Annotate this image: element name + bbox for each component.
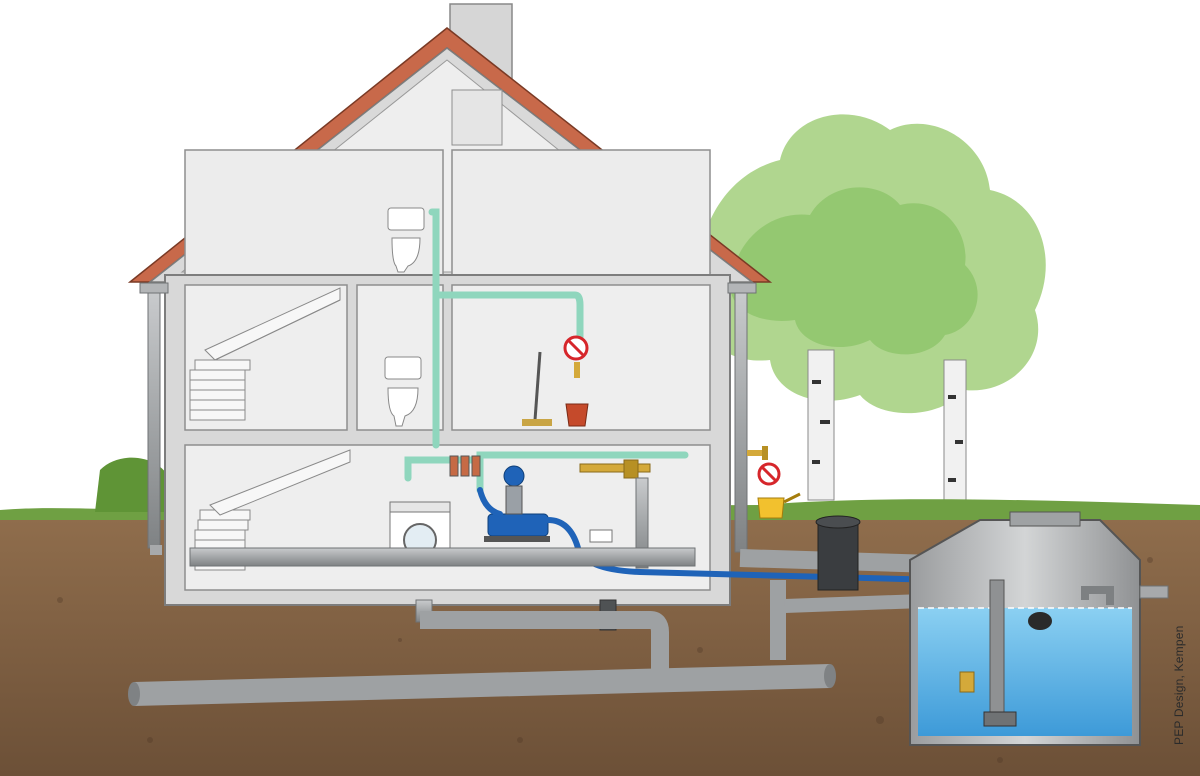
watering-can-icon xyxy=(757,492,801,519)
bucket-icon xyxy=(565,403,589,427)
downpipe-right xyxy=(734,289,748,553)
staircase-upper xyxy=(189,287,341,421)
filter-icon xyxy=(449,455,481,477)
pump-icon xyxy=(484,465,550,542)
inlet-pipe-vertical xyxy=(635,477,649,569)
downpipe-left xyxy=(147,289,161,549)
brass-valve-icon xyxy=(579,459,651,479)
birch-tree-icon xyxy=(698,114,1046,501)
credit-text: PEP Design, Kempen xyxy=(1172,625,1186,745)
garden-tap-icon xyxy=(747,446,768,460)
tap-icon xyxy=(574,362,580,378)
float-switch-icon xyxy=(959,612,1052,693)
washing-machine-icon xyxy=(389,501,451,567)
filter-shaft xyxy=(815,515,861,591)
tank-water xyxy=(918,608,1132,736)
toilet-icon xyxy=(387,207,425,273)
power-socket-icon xyxy=(589,529,613,543)
no-drinking-water-sign-icon xyxy=(563,335,589,361)
broom-icon xyxy=(522,351,552,426)
no-drinking-water-sign-icon xyxy=(757,462,781,486)
toilet-icon xyxy=(384,356,422,427)
